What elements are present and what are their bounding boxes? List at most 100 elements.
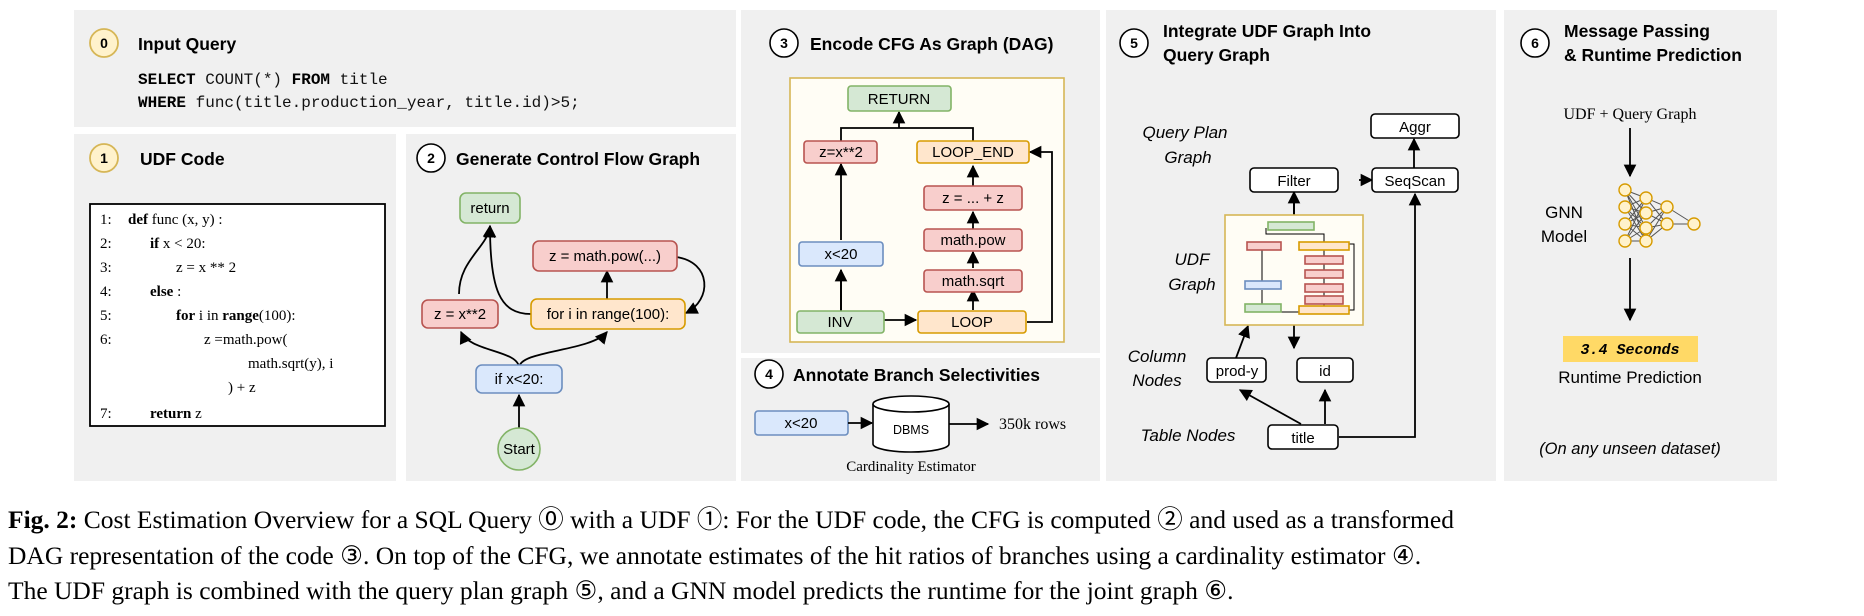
- cfg-node-return-label: return: [470, 200, 509, 217]
- panel-5-title-line1: Integrate UDF Graph Into: [1163, 21, 1371, 41]
- panel-branch-selectivities: 4 Annotate Branch Selectivities x<20 DBM…: [741, 358, 1100, 481]
- svg-text:math.pow: math.pow: [940, 232, 1005, 249]
- code-lines: 1: def func (x, y) : 2: if x < 20: 3: z …: [100, 212, 333, 422]
- panel-runtime-prediction: 6 Message Passing & Runtime Prediction U…: [1504, 10, 1777, 481]
- svg-text:for i in range(100):: for i in range(100):: [176, 308, 296, 324]
- plan-node-aggr: [1370, 113, 1460, 139]
- svg-text:7:: 7:: [100, 406, 112, 422]
- query-plan-graph-label: Query Plan: [1142, 123, 1227, 142]
- svg-text:if x < 20:: if x < 20:: [150, 236, 206, 252]
- svg-text:Graph: Graph: [1168, 275, 1215, 294]
- cfg-node-if-label: if x<20:: [495, 371, 544, 388]
- cfg-node-zsq-label: z = x**2: [434, 306, 486, 323]
- svg-text:Aggr: Aggr: [1399, 119, 1431, 136]
- svg-text:z=x**2: z=x**2: [819, 144, 863, 161]
- svg-text:z = x ** 2: z = x ** 2: [176, 260, 236, 276]
- rows-estimate: 350k rows: [999, 416, 1066, 433]
- panel-0-number: 0: [100, 35, 108, 51]
- svg-text:x<20: x<20: [825, 246, 858, 263]
- table-nodes-label: Table Nodes: [1141, 426, 1236, 445]
- svg-text:math.sqrt: math.sqrt: [942, 273, 1005, 290]
- dag-node-pow: [923, 228, 1023, 252]
- dag-node-loop: [917, 310, 1027, 334]
- runtime-seconds: 3.4 Seconds: [1580, 342, 1679, 359]
- caption-line-2: DAG representation of the code ③. On top…: [8, 541, 1421, 570]
- panel-1-title: UDF Code: [140, 149, 225, 169]
- svg-text:4:: 4:: [100, 284, 112, 300]
- dag-node-return: [847, 85, 952, 112]
- svg-text:math.sqrt(y), i: math.sqrt(y), i: [248, 356, 333, 372]
- cfg-node-pow: [532, 240, 678, 272]
- panel-encode-dag: 3 Encode CFG As Graph (DAG) RETURN z=x**…: [741, 10, 1100, 353]
- panel-6-number: 6: [1531, 35, 1539, 51]
- mini-udf-graph: [1224, 214, 1364, 326]
- caption-line-3: The UDF graph is combined with the query…: [8, 576, 1234, 605]
- figure-caption: Fig. 2: Cost Estimation Overview for a S…: [8, 505, 1454, 605]
- panel-2-title: Generate Control Flow Graph: [456, 149, 700, 169]
- dag-node-zplus: [923, 185, 1023, 211]
- dbms-cylinder-icon: DBMS: [872, 395, 950, 453]
- cfg-node-zsq: [421, 299, 499, 329]
- cfg-node-if: [475, 364, 563, 394]
- runtime-highlight: [1563, 336, 1698, 362]
- panel-5-number: 5: [1130, 35, 1138, 51]
- svg-text:RETURN: RETURN: [868, 91, 931, 108]
- panel-4-title: Annotate Branch Selectivities: [793, 365, 1040, 385]
- panel-2-number: 2: [427, 150, 435, 166]
- dag-node-x20: [798, 241, 884, 267]
- runtime-prediction-label: Runtime Prediction: [1558, 368, 1702, 387]
- panel-input-query: 0 Input Query SELECT COUNT(*) FROM title…: [74, 10, 736, 127]
- svg-text:3:: 3:: [100, 260, 112, 276]
- gnn-label-line1: GNN: [1545, 203, 1583, 222]
- code-box: [89, 203, 386, 427]
- sql-line-2: WHERE func(title.production_year, title.…: [138, 94, 580, 112]
- svg-text:LOOP_END: LOOP_END: [932, 144, 1014, 161]
- table-node-title: [1267, 424, 1339, 450]
- column-nodes-label: Column: [1128, 347, 1187, 366]
- svg-text:z =math.pow(: z =math.pow(: [204, 332, 287, 348]
- svg-text:z = ... + z: z = ... + z: [942, 190, 1004, 207]
- caption-line-1: Fig. 2: Cost Estimation Overview for a S…: [8, 505, 1454, 534]
- panel-4-number: 4: [765, 366, 773, 382]
- svg-text:SeqScan: SeqScan: [1385, 173, 1446, 190]
- panel-6-title-line2: & Runtime Prediction: [1564, 45, 1742, 65]
- cfg-node-loop: [530, 298, 686, 330]
- svg-text:DBMS: DBMS: [893, 423, 929, 437]
- cfg-node-start: [497, 427, 541, 471]
- svg-text:LOOP: LOOP: [951, 314, 993, 331]
- plan-node-filter: [1249, 167, 1339, 193]
- panel-6-title-line1: Message Passing: [1564, 21, 1710, 41]
- dag-node-inv: [796, 310, 885, 334]
- gnn-input-label: UDF + Query Graph: [1564, 106, 1697, 123]
- cardinality-estimator-label: Cardinality Estimator: [846, 459, 976, 475]
- svg-text:else :: else :: [150, 284, 181, 300]
- unseen-dataset-label: (On any unseen dataset): [1539, 440, 1721, 458]
- svg-text:Graph: Graph: [1164, 148, 1211, 167]
- cfg-node-loop-label: for i in range(100):: [547, 306, 670, 323]
- svg-text:2:: 2:: [100, 236, 112, 252]
- panel-3-number: 3: [780, 35, 788, 51]
- svg-text:id: id: [1319, 363, 1331, 380]
- panel-control-flow-graph: 2 Generate Control Flow Graph return z =…: [406, 134, 736, 481]
- svg-text:5:: 5:: [100, 308, 112, 324]
- dag-node-sqrt: [923, 269, 1023, 293]
- svg-text:) + z: ) + z: [228, 380, 256, 396]
- panel-udf-code: 1 UDF Code 1: def func (x, y) : 2: if x …: [74, 134, 396, 481]
- svg-text:INV: INV: [827, 314, 852, 331]
- column-node-id: [1296, 357, 1354, 383]
- svg-text:1:: 1:: [100, 212, 112, 228]
- svg-text:Filter: Filter: [1277, 173, 1310, 190]
- cfg-node-return: [459, 192, 521, 224]
- udf-graph-label: UDF: [1175, 250, 1212, 269]
- column-node-prod-y: [1206, 357, 1267, 383]
- svg-text:prod-y: prod-y: [1216, 363, 1259, 380]
- panel-integrate-query-graph: 5 Integrate UDF Graph Into Query Graph Q…: [1106, 10, 1496, 481]
- sql-line-1: SELECT COUNT(*) FROM title: [138, 71, 388, 89]
- svg-text:return z: return z: [150, 406, 202, 422]
- svg-text:def func (x, y) :: def func (x, y) :: [128, 212, 223, 228]
- gnn-label-line2: Model: [1541, 227, 1587, 246]
- panel-1-number: 1: [100, 150, 108, 166]
- panel-3-title: Encode CFG As Graph (DAG): [810, 34, 1053, 54]
- plan-node-seqscan: [1371, 167, 1459, 193]
